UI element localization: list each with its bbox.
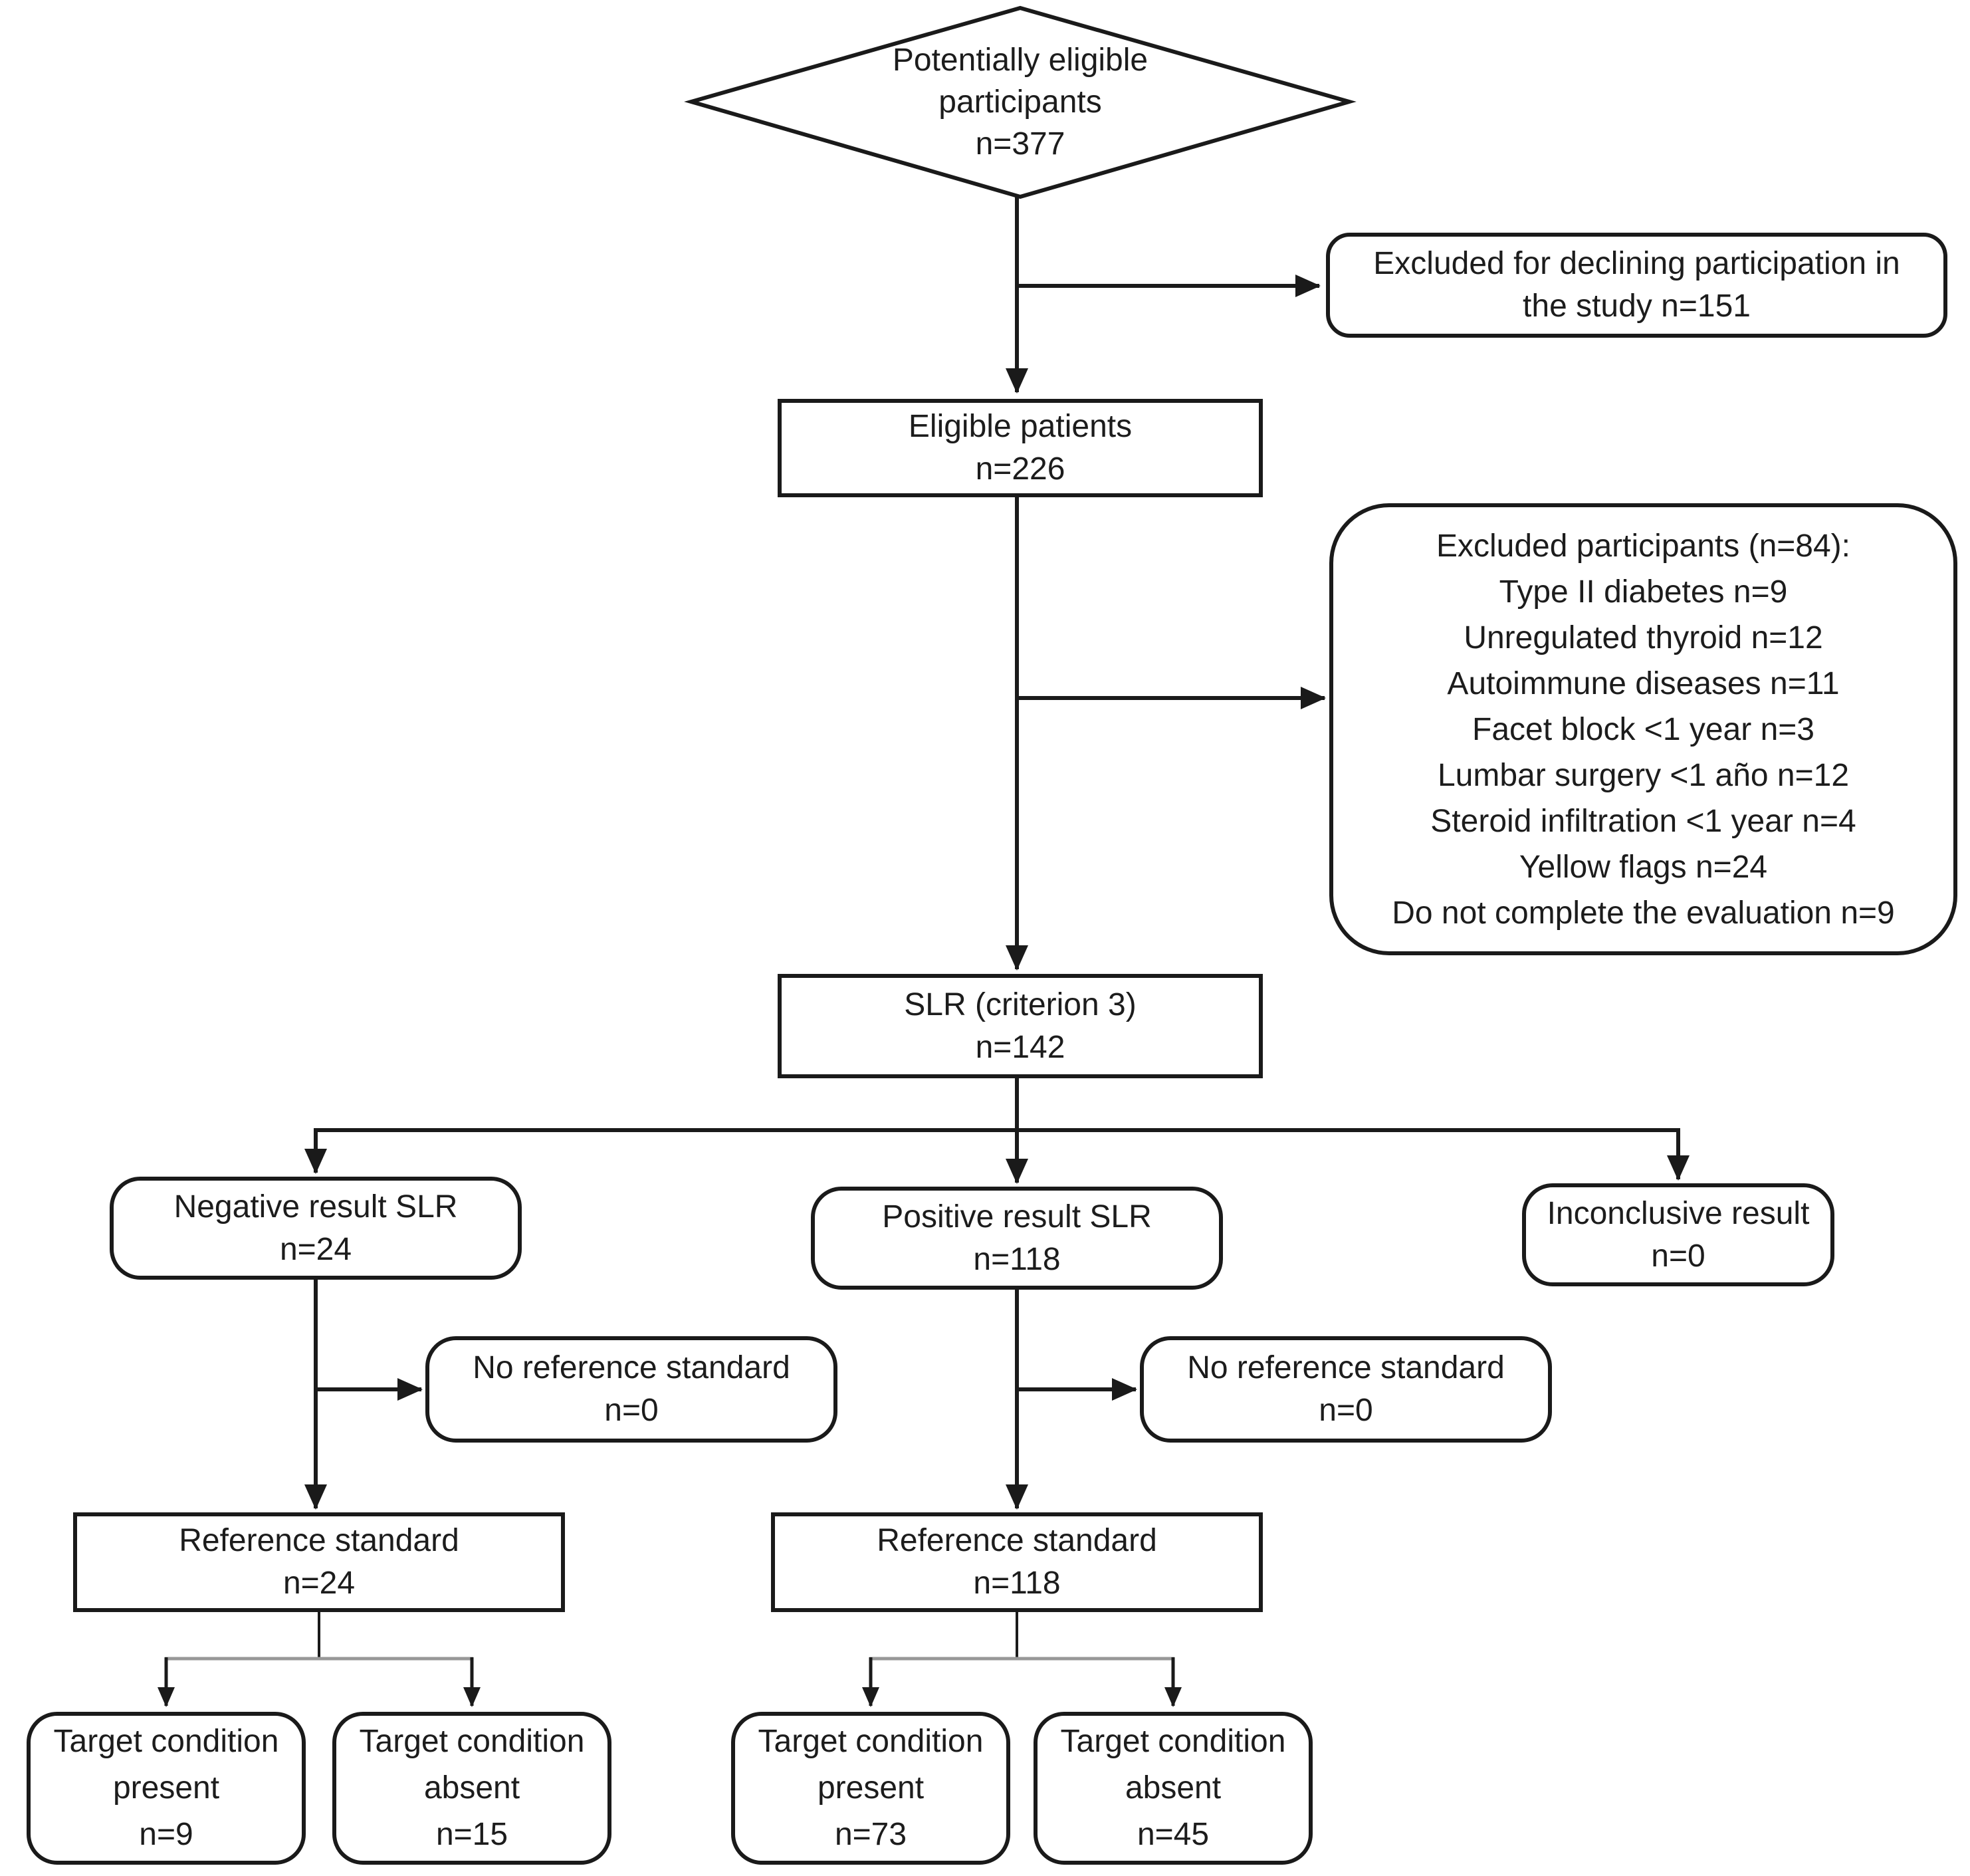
node-line: Target condition (53, 1724, 279, 1759)
box-excluded-declining: Excluded for declining participation in … (1326, 233, 1947, 338)
node-line: n=9 (139, 1817, 193, 1852)
node-line: Steroid infiltration <1 year n=4 (1430, 803, 1856, 839)
node-line: Type II diabetes n=9 (1499, 574, 1788, 610)
node-line: Reference standard (877, 1523, 1157, 1558)
node-line: absent (423, 1770, 520, 1806)
node-line: participants (938, 84, 1102, 120)
box-target-absent-right: Target condition absent n=45 (1034, 1712, 1313, 1865)
node-line: n=377 (975, 126, 1065, 162)
node-line: Facet block <1 year n=3 (1472, 711, 1814, 747)
node-line: present (112, 1770, 220, 1806)
box-excluded-participants: Excluded participants (n=84): Type II di… (1329, 503, 1957, 955)
box-no-reference-standard-left: No reference standard n=0 (425, 1336, 837, 1443)
node-line: n=45 (1137, 1817, 1210, 1852)
node-line: n=118 (973, 1241, 1061, 1277)
node-line: n=0 (1319, 1393, 1373, 1428)
node-line: n=226 (975, 451, 1065, 487)
node-line: Positive result SLR (882, 1199, 1152, 1234)
node-line: n=0 (1651, 1238, 1705, 1274)
box-target-present-left: Target condition present n=9 (27, 1712, 306, 1865)
node-line: n=0 (604, 1393, 659, 1428)
box-negative-slr: Negative result SLR n=24 (110, 1177, 522, 1280)
node-line: Reference standard (179, 1523, 459, 1558)
node-line: Target condition (758, 1724, 984, 1759)
node-line: n=73 (834, 1817, 907, 1852)
box-no-reference-standard-right: No reference standard n=0 (1140, 1336, 1552, 1443)
node-line: No reference standard (473, 1350, 790, 1385)
box-reference-standard-right: Reference standard n=118 (771, 1512, 1263, 1612)
box-target-absent-left: Target condition absent n=15 (332, 1712, 611, 1865)
node-line: Inconclusive result (1547, 1195, 1810, 1231)
box-target-present-right: Target condition present n=73 (731, 1712, 1010, 1865)
node-line: Yellow flags n=24 (1519, 849, 1768, 885)
node-line: Unregulated thyroid n=12 (1464, 620, 1823, 655)
node-line: Potentially eligible (892, 42, 1149, 78)
box-reference-standard-left: Reference standard n=24 (73, 1512, 565, 1612)
node-line: Lumbar surgery <1 año n=12 (1437, 757, 1850, 793)
node-line: n=118 (973, 1566, 1061, 1601)
node-line: n=15 (435, 1817, 508, 1852)
diamond-potentially-eligible: Potentially eligible participants n=377 (754, 37, 1286, 167)
node-line: Negative result SLR (173, 1189, 458, 1225)
node-line: n=24 (279, 1231, 352, 1267)
box-positive-slr: Positive result SLR n=118 (811, 1187, 1223, 1290)
node-line: Eligible patients (908, 409, 1133, 444)
node-line: n=142 (975, 1029, 1065, 1065)
node-line: Autoimmune diseases n=11 (1447, 665, 1840, 701)
node-line: No reference standard (1187, 1350, 1505, 1385)
diamond-shape (684, 5, 1357, 199)
node-line: the study n=151 (1523, 289, 1751, 324)
node-line: Excluded for declining participation in (1373, 246, 1900, 281)
node-line: SLR (criterion 3) (904, 987, 1137, 1022)
node-line: Target condition (359, 1724, 585, 1759)
node-line: present (817, 1770, 925, 1806)
node-line: Do not complete the evaluation n=9 (1392, 895, 1895, 931)
box-slr: SLR (criterion 3) n=142 (778, 974, 1263, 1078)
node-line: absent (1125, 1770, 1222, 1806)
node-line: n=24 (282, 1566, 356, 1601)
node-line: Target condition (1060, 1724, 1286, 1759)
node-line: Excluded participants (n=84): (1436, 528, 1850, 564)
box-inconclusive: Inconclusive result n=0 (1522, 1183, 1834, 1286)
box-eligible-patients: Eligible patients n=226 (778, 399, 1263, 497)
